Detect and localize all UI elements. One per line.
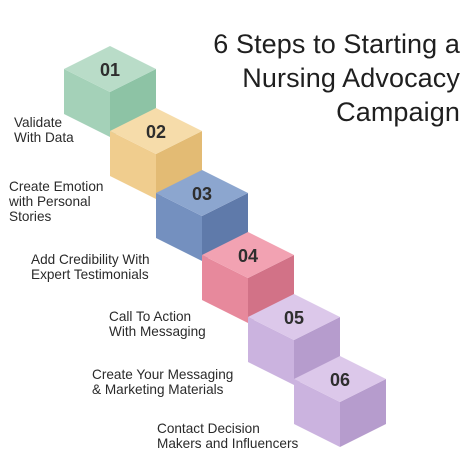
step-label-2: Create Emotion with Personal Stories xyxy=(9,179,103,224)
step-6-front-face xyxy=(294,379,340,447)
step-4-side-face xyxy=(248,255,294,323)
step-2-side-face xyxy=(156,131,202,199)
page-title: 6 Steps to Starting a Nursing Advocacy C… xyxy=(130,27,460,129)
step-label-3-line-1: Add Credibility With xyxy=(31,252,150,267)
step-1-side-face xyxy=(110,69,156,137)
step-5-side-face xyxy=(294,317,340,385)
step-block-2: 02 xyxy=(110,108,202,199)
step-block-4: 04 xyxy=(202,232,294,323)
step-4-top-face xyxy=(202,232,294,278)
step-5-number: 05 xyxy=(284,308,304,328)
step-label-5-line-1: Create Your Messaging xyxy=(92,367,234,382)
step-5-front-face xyxy=(248,317,294,385)
step-label-3-line-2: Expert Testimonials xyxy=(31,267,149,282)
step-1-number: 01 xyxy=(100,60,120,80)
step-3-top-face xyxy=(156,170,248,216)
title-line-3: Campaign xyxy=(336,97,460,127)
step-label-6-line-1: Contact Decision xyxy=(157,421,260,436)
step-6-top-face xyxy=(294,356,386,402)
step-label-2-line-3: Stories xyxy=(9,209,52,224)
step-3-side-face xyxy=(202,193,248,261)
step-label-1-line-2: With Data xyxy=(14,130,74,145)
step-4-number: 04 xyxy=(238,246,258,266)
step-2-top-face xyxy=(110,108,202,154)
step-3-front-face xyxy=(156,193,202,261)
step-block-3: 03 xyxy=(156,170,248,261)
step-6-side-face xyxy=(340,379,386,447)
step-label-6-line-2: Makers and Influencers xyxy=(157,436,299,451)
title-line-1: 6 Steps to Starting a xyxy=(213,29,460,59)
step-label-4: Call To Action With Messaging xyxy=(109,309,206,339)
step-label-3: Add Credibility With Expert Testimonials xyxy=(31,252,150,282)
step-label-6: Contact Decision Makers and Influencers xyxy=(157,421,298,451)
step-1-front-face xyxy=(64,69,110,137)
step-label-5: Create Your Messaging & Marketing Materi… xyxy=(92,367,233,397)
step-2-number: 02 xyxy=(146,122,166,142)
step-2-front-face xyxy=(110,131,156,199)
step-label-1: Validate With Data xyxy=(14,115,74,145)
step-5-top-face xyxy=(248,294,340,340)
step-label-5-line-2: & Marketing Materials xyxy=(92,382,224,397)
step-block-6: 06 xyxy=(294,356,386,447)
title-line-2: Nursing Advocacy xyxy=(242,63,460,93)
step-1-top-face xyxy=(64,46,156,92)
step-label-1-line-1: Validate xyxy=(14,115,63,130)
step-label-2-line-2: with Personal xyxy=(9,194,91,209)
step-label-4-line-1: Call To Action xyxy=(109,309,192,324)
step-3-number: 03 xyxy=(192,184,212,204)
step-label-2-line-1: Create Emotion xyxy=(9,179,104,194)
step-label-4-line-2: With Messaging xyxy=(109,324,206,339)
step-6-number: 06 xyxy=(330,370,350,390)
step-4-front-face xyxy=(202,255,248,323)
step-block-5: 05 xyxy=(248,294,340,385)
step-block-1: 01 xyxy=(64,46,156,137)
